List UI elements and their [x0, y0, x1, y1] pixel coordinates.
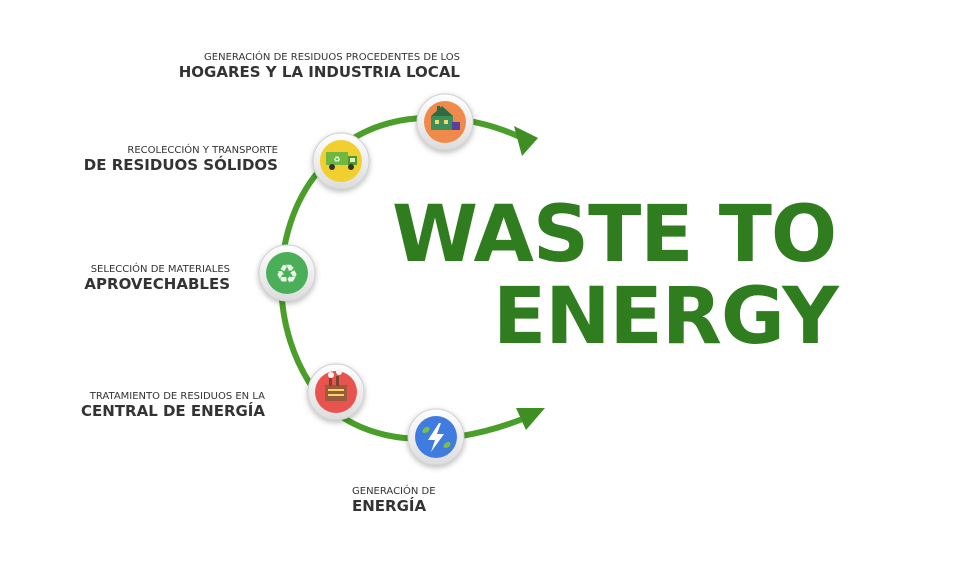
title-line-1: WASTE TO [392, 190, 837, 280]
step-collection-transport: RECOLECCIÓN Y TRANSPORTE DE RESIDUOS SÓL… [84, 145, 278, 174]
step-3-caption: SELECCIÓN DE MATERIALES [90, 264, 230, 275]
step-treatment-plant: TRATAMIENTO DE RESIDUOS EN LA CENTRAL DE… [81, 391, 265, 420]
step-household-industry: GENERACIÓN DE RESIDUOS PROCEDENTES DE LO… [179, 52, 460, 81]
step-material-selection: SELECCIÓN DE MATERIALES APROVECHABLES [84, 264, 230, 293]
step-5-caption: GENERACIÓN DE [352, 486, 436, 497]
step-2-caption: RECOLECCIÓN Y TRANSPORTE [127, 145, 278, 156]
step-1-heading: HOGARES Y LA INDUSTRIA LOCAL [178, 62, 460, 81]
step-1-caption: GENERACIÓN DE RESIDUOS PROCEDENTES DE LO… [204, 52, 460, 63]
svg-text:♻: ♻ [333, 155, 340, 164]
svg-text:♻: ♻ [275, 260, 298, 290]
cycle-arrowhead-bottom [516, 408, 545, 430]
recycle-icon [258, 244, 316, 302]
step-3-heading: APROVECHABLES [84, 274, 230, 293]
step-2-heading: DE RESIDUOS SÓLIDOS [83, 155, 278, 174]
step-energy-generation: GENERACIÓN DE ENERGÍA [352, 486, 436, 515]
step-4-heading: CENTRAL DE ENERGÍA [81, 401, 265, 420]
title-line-2: ENERGY [493, 272, 839, 362]
step-4-caption: TRATAMIENTO DE RESIDUOS EN LA [89, 391, 265, 402]
step-5-heading: ENERGÍA [352, 496, 427, 515]
cycle-arrowhead-top [514, 126, 538, 156]
